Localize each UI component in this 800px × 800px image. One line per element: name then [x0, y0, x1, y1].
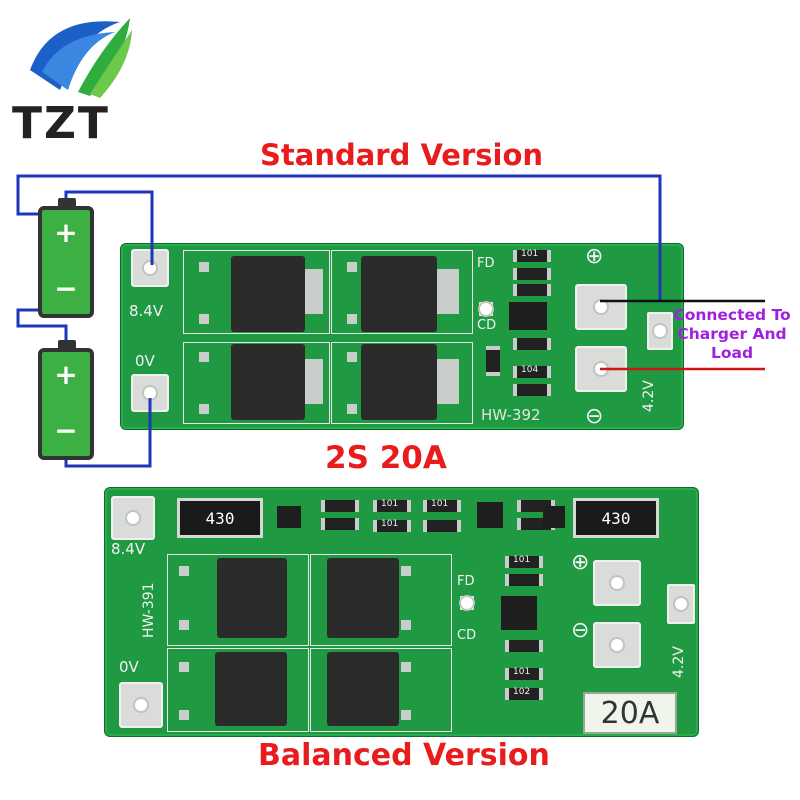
mosfet-bal-4	[327, 652, 399, 726]
balance-resistor-left: 430	[177, 498, 263, 538]
plus-symbol-bal: ⊕	[571, 550, 590, 575]
plus-symbol: ⊕	[585, 244, 604, 269]
resistor-104: 104	[513, 365, 551, 378]
logo-text: TZT	[12, 98, 110, 149]
resistor-101-bal-a: 101	[373, 499, 411, 512]
pcb-balanced-board: 8.4V 0V HW-391 430 430 101 101 101 FD CD…	[104, 487, 699, 737]
label-8v4-bal: 8.4V	[111, 540, 146, 558]
mosfet-bal-2	[327, 558, 399, 638]
connection-note: Connected To Charger And Load	[664, 306, 800, 363]
mosfet-bal-3	[215, 652, 287, 726]
mosfet-1	[231, 256, 305, 332]
mosfet-4	[361, 344, 437, 420]
balance-resistor-right: 430	[573, 498, 659, 538]
pad-b-minus	[647, 312, 673, 350]
model-title: 2S 20A	[325, 440, 447, 476]
balanced-version-title: Balanced Version	[258, 738, 550, 773]
connection-note-line2: Charger And	[677, 325, 787, 343]
label-4v2: 4.2V	[641, 380, 657, 412]
label-8v4: 8.4V	[129, 302, 164, 320]
minus-symbol: ⊖	[585, 404, 604, 429]
connection-note-line3: Load	[710, 344, 754, 362]
resistor-101-bal-c: 101	[423, 499, 461, 512]
pad-0v	[131, 374, 169, 412]
pad-b-minus-bal	[667, 584, 695, 624]
label-fd: FD	[477, 256, 495, 271]
resistor-102: 102	[505, 687, 543, 700]
resistor-101-a: 101	[513, 249, 551, 262]
rating-badge: 20A	[583, 692, 677, 734]
pad-out-plus-bal	[593, 560, 641, 606]
connection-note-line1: Connected To	[673, 306, 791, 324]
resistor-101-bal-d: 101	[505, 555, 543, 568]
pad-out-plus	[575, 284, 627, 330]
battery-bottom-minus: −	[54, 414, 78, 447]
resistor-101-bal-b: 101	[373, 519, 411, 532]
mosfet-3	[231, 344, 305, 420]
resistor-101-bal-e: 101	[505, 667, 543, 680]
battery-cell-top: + −	[38, 198, 94, 318]
pad-out-minus-bal	[593, 622, 641, 668]
battery-top-plus: +	[54, 216, 78, 249]
tzt-logo-icon	[30, 18, 132, 98]
mosfet-bal-1	[217, 558, 287, 638]
pad-out-minus	[575, 346, 627, 392]
battery-bottom-plus: +	[54, 358, 78, 391]
label-cd: CD	[477, 318, 497, 333]
minus-symbol-bal: ⊖	[571, 618, 590, 643]
model-hw392: HW-392	[481, 406, 541, 424]
pad-0v-bal	[119, 682, 163, 728]
label-fd-bal: FD	[457, 574, 475, 589]
pad-8v4-bal	[111, 496, 155, 540]
label-4v2-bal: 4.2V	[671, 646, 687, 678]
mosfet-2	[361, 256, 437, 332]
model-hw391: HW-391	[141, 582, 157, 638]
label-0v: 0V	[135, 352, 155, 370]
pad-8v4	[131, 249, 169, 287]
protection-ic	[509, 302, 547, 330]
protection-ic-bal	[501, 596, 537, 630]
battery-cell-bottom: + −	[38, 340, 94, 460]
label-cd-bal: CD	[457, 628, 477, 643]
battery-top-minus: −	[54, 272, 78, 305]
pcb-standard-board: 8.4V 0V FD CD 101 104 HW-392 ⊕ ⊖ 4.2V	[120, 243, 684, 430]
standard-version-title: Standard Version	[260, 138, 544, 172]
label-0v-bal: 0V	[119, 658, 139, 676]
